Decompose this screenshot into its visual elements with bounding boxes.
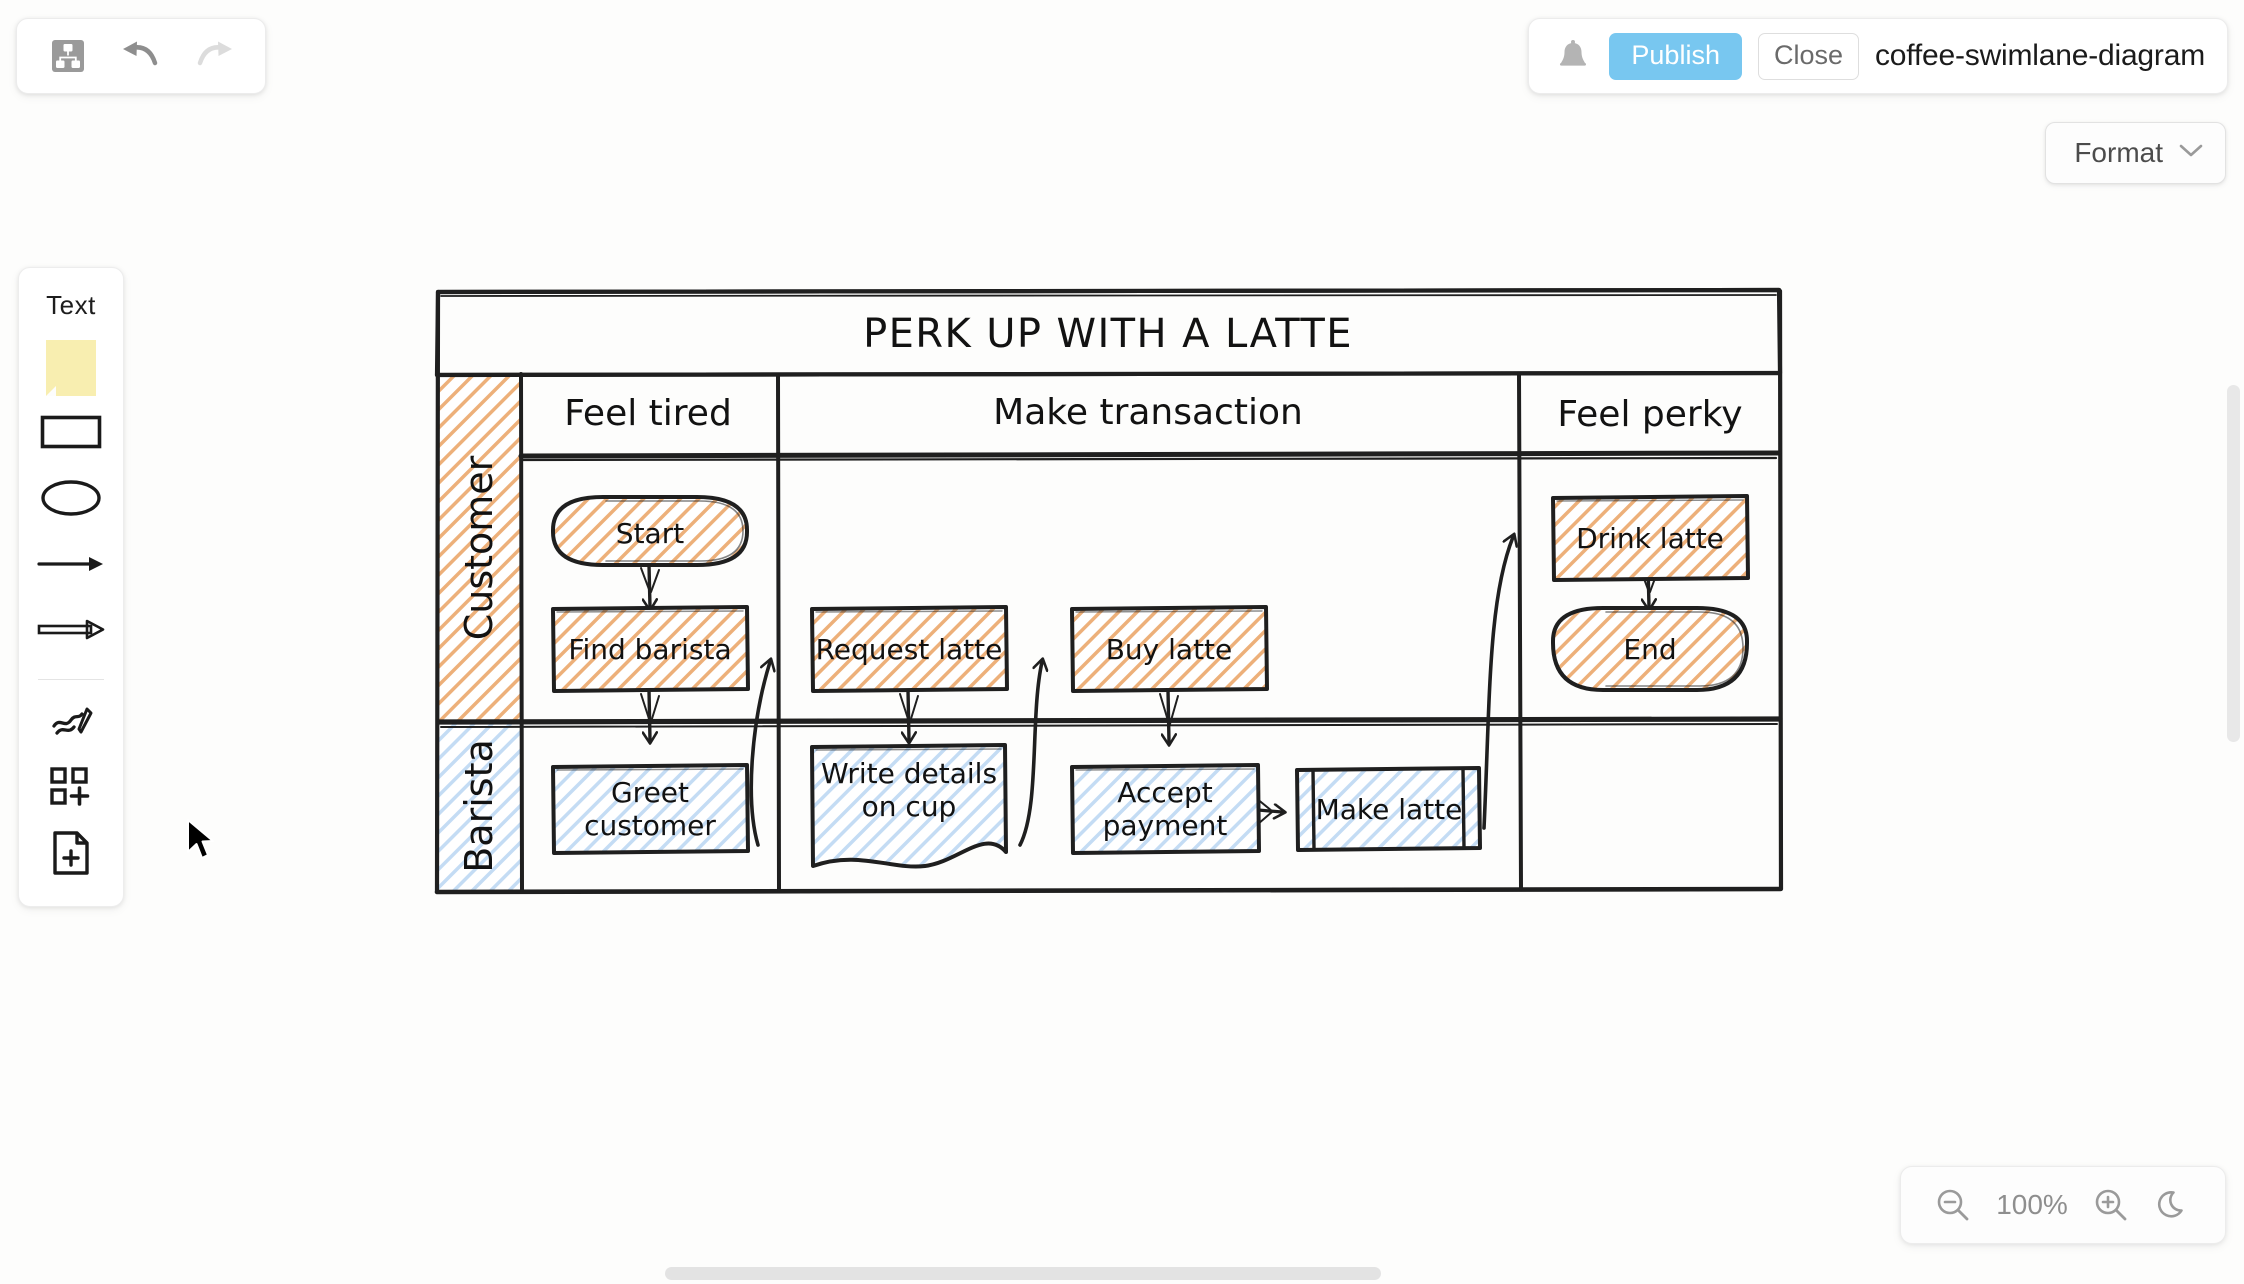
ellipse-tool[interactable]: [28, 467, 114, 533]
vertical-scrollbar-thumb[interactable]: [2227, 385, 2240, 742]
node-label-end: End: [1623, 633, 1676, 666]
node-label-write-line1: Write details: [821, 757, 997, 790]
arrow-thin-icon: [37, 553, 105, 580]
arrow-thick-tool[interactable]: [28, 599, 114, 665]
node-accept-payment[interactable]: Accept payment: [1070, 763, 1261, 855]
zoom-toolbar: 100%: [1900, 1166, 2226, 1244]
node-find-barista[interactable]: Find barista: [551, 605, 750, 693]
node-label-accept-line1: Accept: [1117, 776, 1212, 809]
vertical-scrollbar[interactable]: [2218, 0, 2244, 1284]
phase-header-feel-tired: Feel tired: [564, 393, 732, 434]
node-label-write-line2: on cup: [862, 790, 957, 823]
ellipse-icon: [40, 479, 102, 522]
node-drink-latte[interactable]: Drink latte: [1551, 494, 1750, 582]
node-label-make-latte: Make latte: [1316, 793, 1463, 826]
close-button[interactable]: Close: [1757, 32, 1859, 80]
customer-lane-header-fill: [439, 374, 521, 722]
diagram-icon[interactable]: [41, 29, 95, 83]
shape-palette: Text: [18, 267, 124, 907]
shapes-add-tool[interactable]: [28, 756, 114, 822]
publish-button[interactable]: Publish: [1609, 32, 1742, 80]
node-label-greet-line1: Greet: [611, 776, 689, 809]
scribble-tool[interactable]: [28, 690, 114, 756]
sticky-note-tool[interactable]: [28, 335, 114, 401]
node-request-latte[interactable]: Request latte: [810, 605, 1009, 693]
zoom-out-icon[interactable]: [1925, 1177, 1981, 1233]
rectangle-tool[interactable]: [28, 401, 114, 467]
zoom-in-icon[interactable]: [2083, 1177, 2139, 1233]
node-end[interactable]: End: [1551, 606, 1749, 692]
horizontal-scrollbar[interactable]: [0, 1258, 2244, 1284]
document-title: coffee-swimlane-diagram: [1875, 39, 2205, 72]
diagram-title: PERK UP WITH A LATTE: [863, 311, 1353, 357]
rectangle-icon: [40, 415, 102, 454]
format-button[interactable]: Format: [2045, 122, 2226, 184]
shapes-add-icon: [49, 766, 93, 813]
node-make-latte[interactable]: Make latte: [1295, 766, 1482, 852]
lane-title-barista: Barista: [457, 739, 501, 873]
lane-title-customer: Customer: [457, 455, 501, 640]
node-label-request-latte: Request latte: [816, 633, 1003, 666]
format-label: Format: [2074, 137, 2163, 168]
barista-lane-header-fill: [439, 722, 521, 890]
diagram-edges: [640, 537, 1659, 847]
arrow-thick-icon: [37, 618, 105, 647]
undo-icon[interactable]: [114, 29, 168, 83]
text-tool[interactable]: Text: [46, 290, 96, 320]
arrow-thin-tool[interactable]: [28, 533, 114, 599]
scribble-icon: [49, 699, 93, 748]
node-label-buy-latte: Buy latte: [1106, 633, 1233, 666]
bell-icon[interactable]: [1553, 34, 1593, 78]
node-label-find-barista: Find barista: [568, 633, 731, 666]
zoom-level-label[interactable]: 100%: [1996, 1189, 2068, 1220]
page-add-tool[interactable]: [28, 822, 114, 888]
node-buy-latte[interactable]: Buy latte: [1070, 605, 1269, 693]
phase-header-feel-perky: Feel perky: [1557, 394, 1742, 435]
palette-divider: [38, 679, 104, 680]
horizontal-scrollbar-thumb[interactable]: [665, 1267, 1381, 1280]
node-greet-customer[interactable]: Greet customer: [551, 763, 750, 855]
node-label-start: Start: [616, 517, 684, 550]
node-start[interactable]: Start: [551, 495, 749, 567]
node-label-accept-line2: payment: [1103, 809, 1228, 842]
redo-icon[interactable]: [187, 29, 241, 83]
document-toolbar: Publish Close coffee-swimlane-diagram: [1528, 18, 2228, 94]
page-add-icon: [51, 830, 91, 881]
sticky-note-icon: [46, 340, 96, 396]
phase-header-make-transaction: Make transaction: [993, 392, 1303, 433]
node-label-drink-latte: Drink latte: [1576, 522, 1724, 555]
diagram-grid: [434, 287, 1784, 895]
node-label-greet-line2: customer: [584, 809, 716, 842]
moon-icon[interactable]: [2145, 1177, 2201, 1233]
node-write-details-on-cup[interactable]: Write details on cup: [810, 743, 1008, 869]
chevron-down-icon: [2179, 144, 2203, 163]
main-toolbar: [16, 18, 266, 94]
